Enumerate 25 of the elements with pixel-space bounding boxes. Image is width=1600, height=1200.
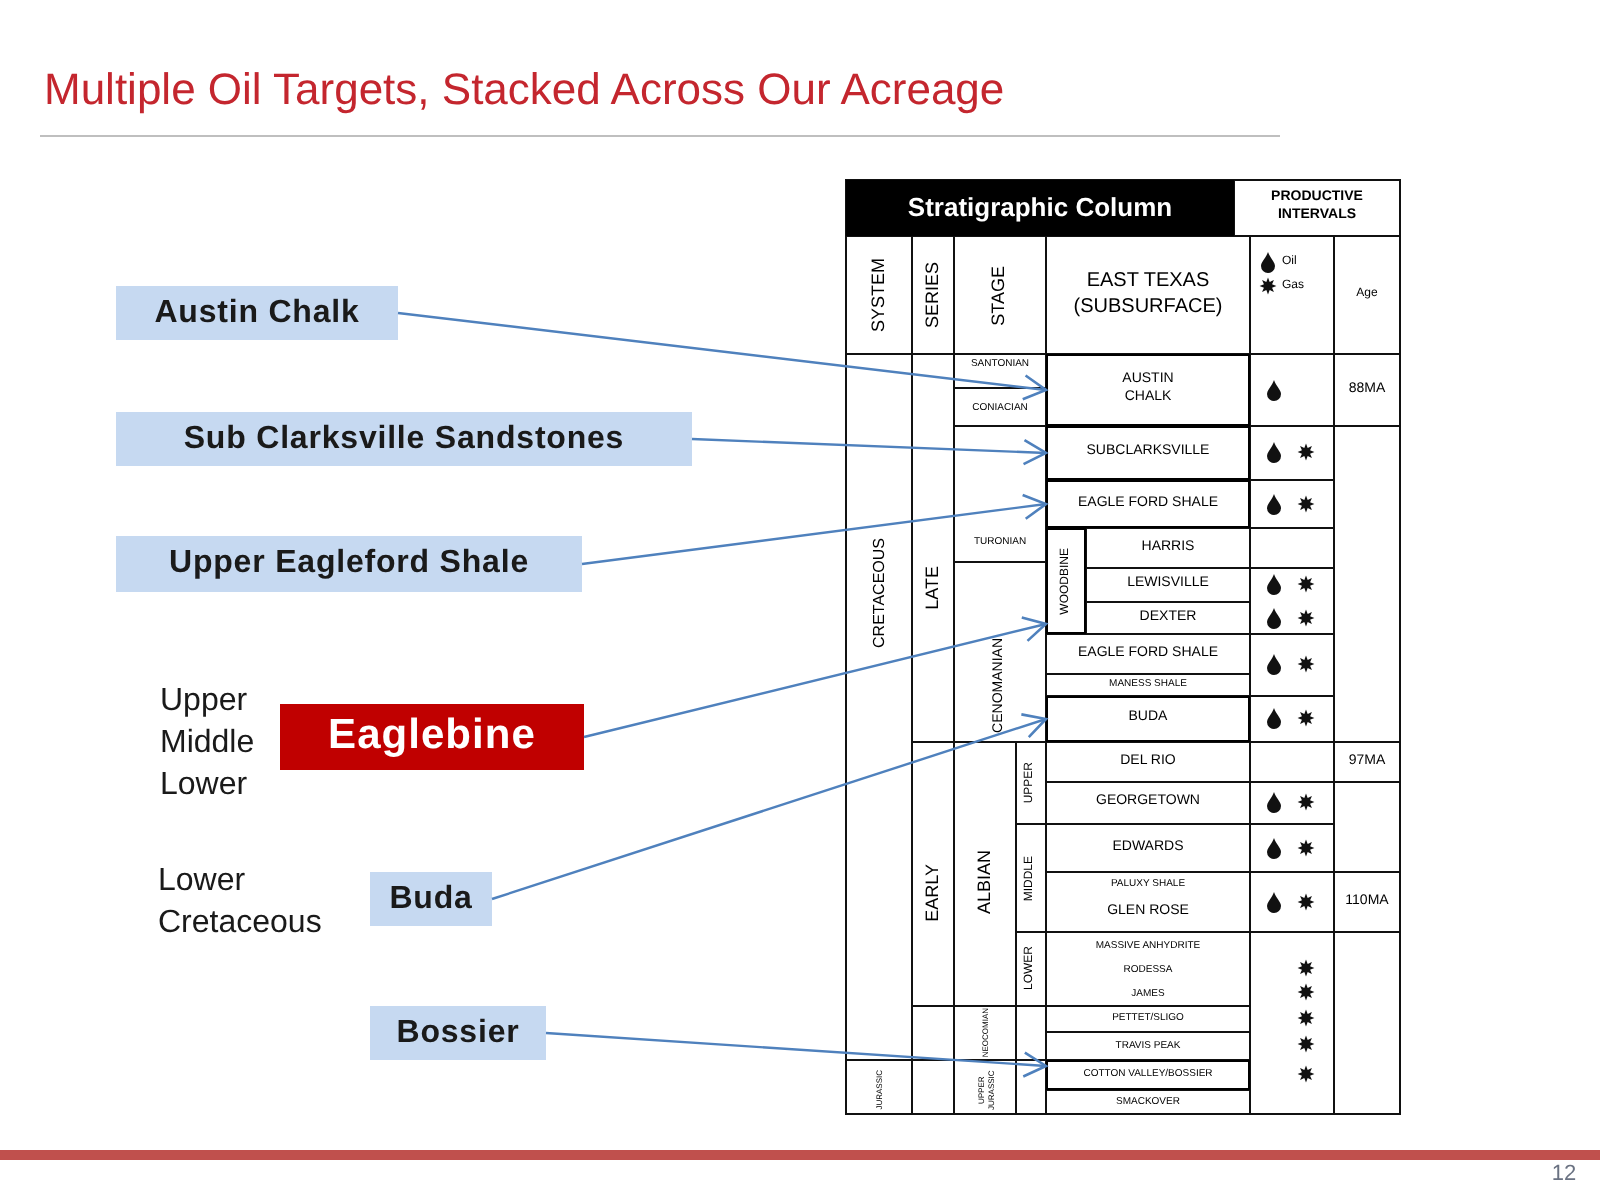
- target-label-box: Upper Eagleford Shale: [116, 536, 582, 592]
- target-label-box: Bossier: [370, 1006, 546, 1060]
- target-label-box: Buda: [370, 872, 492, 926]
- slide-title: Multiple Oil Targets, Stacked Across Our Acreage: [44, 68, 1005, 112]
- arrow: [583, 616, 1048, 739]
- arrow: [545, 1031, 1048, 1078]
- table-label: SERIES: [921, 261, 944, 328]
- table-label: CRETACEOUS: [869, 537, 889, 647]
- table-header: Stratigraphic Column: [846, 180, 1234, 236]
- target-label-box: Austin Chalk: [116, 286, 398, 340]
- arrow: [581, 493, 1048, 566]
- arrow: [397, 311, 1048, 401]
- target-label-box: Sub Clarksville Sandstones: [116, 412, 692, 466]
- table-label: LATE: [921, 566, 944, 610]
- arrow: [691, 437, 1048, 466]
- side-note: Lower Cretaceous: [158, 862, 324, 944]
- table-label: EARLY: [921, 864, 944, 922]
- arrow: [491, 713, 1048, 901]
- page-number: 12: [1551, 1162, 1577, 1190]
- table-label: STAGE: [988, 265, 1011, 325]
- highlight-label-box: Eaglebine: [280, 704, 584, 770]
- table-label: EAST TEXAS (SUBSURFACE): [1071, 270, 1225, 320]
- table-label: SYSTEM: [867, 257, 890, 332]
- table-label: ALBIAN: [973, 850, 996, 915]
- side-note: Upper Middle Lower: [160, 682, 257, 806]
